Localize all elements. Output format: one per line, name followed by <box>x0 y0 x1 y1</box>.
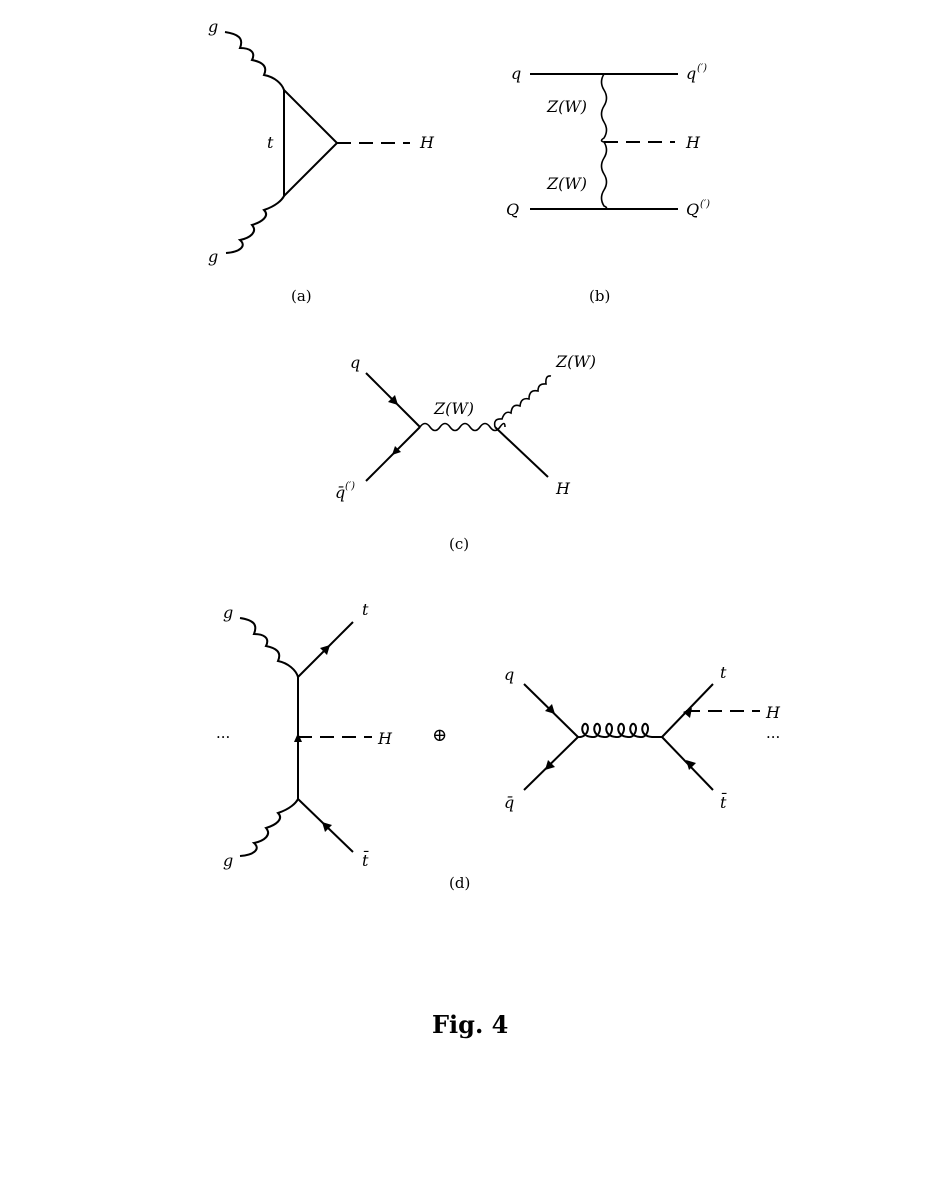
gluon-line-top <box>224 31 285 91</box>
diagram-a: g g t H (a) <box>208 17 435 305</box>
gluon-propagator <box>577 722 662 739</box>
label-g-bottom: g <box>208 247 218 266</box>
caption-b: (b) <box>589 287 610 305</box>
label-Q-in: Q <box>506 200 519 219</box>
boson-line-upper <box>600 73 608 143</box>
label-t: t <box>720 663 727 682</box>
label-higgs: H <box>377 729 393 748</box>
label-higgs: H <box>765 703 781 722</box>
antiquark-arrow-in <box>545 760 555 770</box>
caption-a: (a) <box>291 287 312 305</box>
top-quark-loop <box>283 87 339 199</box>
label-qbar: q̄ <box>504 793 514 812</box>
ellipsis-right: ··· <box>766 728 780 746</box>
label-q-in: q <box>511 64 521 83</box>
caption-d: (d) <box>449 874 470 892</box>
label-q-out: q <box>686 64 696 83</box>
top-arrow-out <box>320 645 330 655</box>
label-g-top: g <box>223 603 233 622</box>
label-higgs: H <box>419 133 435 152</box>
label-q: q <box>350 353 360 372</box>
label-tbar: t̄ <box>362 849 369 870</box>
label-Q-out: Q <box>686 200 699 219</box>
label-boson-internal: Z(W) <box>433 399 474 418</box>
ellipsis-left: ··· <box>216 728 230 746</box>
figure-title: Fig. 4 <box>432 1010 508 1039</box>
label-qbar-prime: (′) <box>345 481 355 492</box>
label-q: q <box>504 665 514 684</box>
caption-c: (c) <box>449 535 469 553</box>
label-tbar: t̄ <box>720 791 727 812</box>
gluon-line-top <box>239 617 299 678</box>
label-boson-outgoing: Z(W) <box>555 352 596 371</box>
label-higgs: H <box>555 479 571 498</box>
diagram-d: g g t t̄ H ··· ⊕ q q̄ t t̄ H ··· <box>216 600 781 892</box>
boson-line-outgoing <box>493 375 552 428</box>
label-boson-upper: Z(W) <box>546 97 587 116</box>
label-qbar: q̄ <box>335 483 345 502</box>
diagram-d-left: g g t t̄ H ··· <box>216 600 393 870</box>
label-g-top: g <box>208 17 218 36</box>
gluon-line-bottom <box>239 798 299 857</box>
label-higgs: H <box>685 133 701 152</box>
gluon-line-bottom <box>225 195 285 254</box>
label-q-out-prime: (′) <box>697 63 707 74</box>
label-t: t <box>362 600 369 619</box>
label-boson-lower: Z(W) <box>546 174 587 193</box>
label-Q-out-prime: (′) <box>700 199 710 210</box>
label-top-quark: t <box>267 133 274 152</box>
antiquark-arrow-in <box>392 446 401 455</box>
boson-line-lower <box>600 141 608 210</box>
boson-line-internal <box>419 422 506 432</box>
diagram-c: q q̄ (′) Z(W) Z(W) H (c) <box>335 352 596 553</box>
quark-arrow-in <box>545 704 555 714</box>
quark-arrow-in <box>388 395 398 405</box>
diagram-d-right: q q̄ t t̄ H ··· <box>504 663 781 812</box>
diagram-b: q q (′) Q Q (′) Z(W) Z(W) H (b) <box>506 63 710 305</box>
oplus-symbol: ⊕ <box>432 725 447 746</box>
antitop-arrow <box>686 760 696 770</box>
antitop-arrow <box>322 822 332 832</box>
label-g-bottom: g <box>223 851 233 870</box>
higgs-line <box>494 426 549 478</box>
